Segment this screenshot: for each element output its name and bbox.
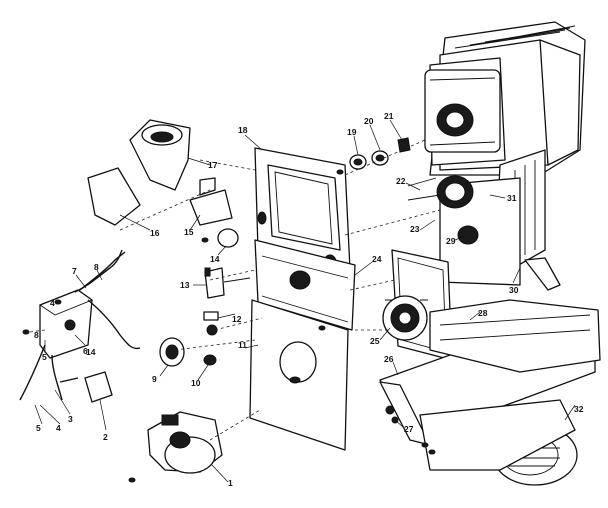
callout-31: 31 bbox=[507, 193, 517, 203]
callout-2: 2 bbox=[103, 432, 108, 442]
callout-5b: 5 bbox=[42, 352, 47, 362]
callout-1: 1 bbox=[228, 478, 233, 488]
burner-front-panel bbox=[254, 147, 351, 271]
pressure-switch bbox=[159, 337, 185, 367]
callout-32: 32 bbox=[574, 404, 584, 414]
callout-leaders bbox=[34, 119, 576, 483]
fasteners bbox=[22, 237, 436, 483]
callout-labels: 1 2 3 4 5 5 6 7 8 9 10 11 12 13 14 14 15… bbox=[34, 111, 584, 488]
callout-14b: 14 bbox=[86, 347, 96, 357]
callout-30: 30 bbox=[509, 285, 519, 295]
callout-3: 3 bbox=[68, 414, 73, 424]
callout-28: 28 bbox=[478, 308, 488, 318]
assembly-guides bbox=[29, 139, 441, 441]
flue-rings bbox=[336, 137, 411, 175]
callout-23: 23 bbox=[410, 224, 420, 234]
callout-11: 11 bbox=[238, 340, 247, 350]
callout-9: 9 bbox=[152, 374, 157, 384]
heat-exchanger bbox=[424, 21, 586, 291]
callout-22: 22 bbox=[396, 176, 406, 186]
callout-4b: 4 bbox=[50, 298, 55, 308]
callout-29: 29 bbox=[446, 236, 456, 246]
callout-5: 5 bbox=[36, 423, 41, 433]
callout-24: 24 bbox=[372, 254, 382, 264]
callout-25: 25 bbox=[370, 336, 380, 346]
inducer-motor bbox=[147, 411, 223, 474]
callout-8b: 8 bbox=[34, 330, 39, 340]
control-box bbox=[19, 249, 141, 403]
callout-6: 6 bbox=[83, 346, 88, 356]
access-panel bbox=[249, 299, 349, 451]
blower-housing bbox=[379, 299, 601, 486]
flue-collector bbox=[407, 175, 521, 286]
callout-17: 17 bbox=[208, 160, 218, 170]
callout-19: 19 bbox=[347, 127, 357, 137]
callout-16: 16 bbox=[150, 228, 160, 238]
air-intake-hood bbox=[87, 119, 233, 226]
callout-26: 26 bbox=[384, 354, 394, 364]
callout-27: 27 bbox=[404, 424, 414, 434]
callout-12: 12 bbox=[232, 314, 242, 324]
callout-10: 10 bbox=[191, 378, 201, 388]
callout-18: 18 bbox=[238, 125, 248, 135]
callout-4: 4 bbox=[56, 423, 61, 433]
callout-21: 21 bbox=[384, 111, 394, 121]
callout-15: 15 bbox=[184, 227, 194, 237]
callout-20: 20 bbox=[364, 116, 374, 126]
callout-13: 13 bbox=[180, 280, 190, 290]
callout-8: 8 bbox=[94, 262, 99, 272]
mounting-panel bbox=[254, 239, 356, 331]
callout-14: 14 bbox=[210, 254, 220, 264]
callout-7: 7 bbox=[72, 266, 77, 276]
small-components bbox=[203, 228, 251, 366]
